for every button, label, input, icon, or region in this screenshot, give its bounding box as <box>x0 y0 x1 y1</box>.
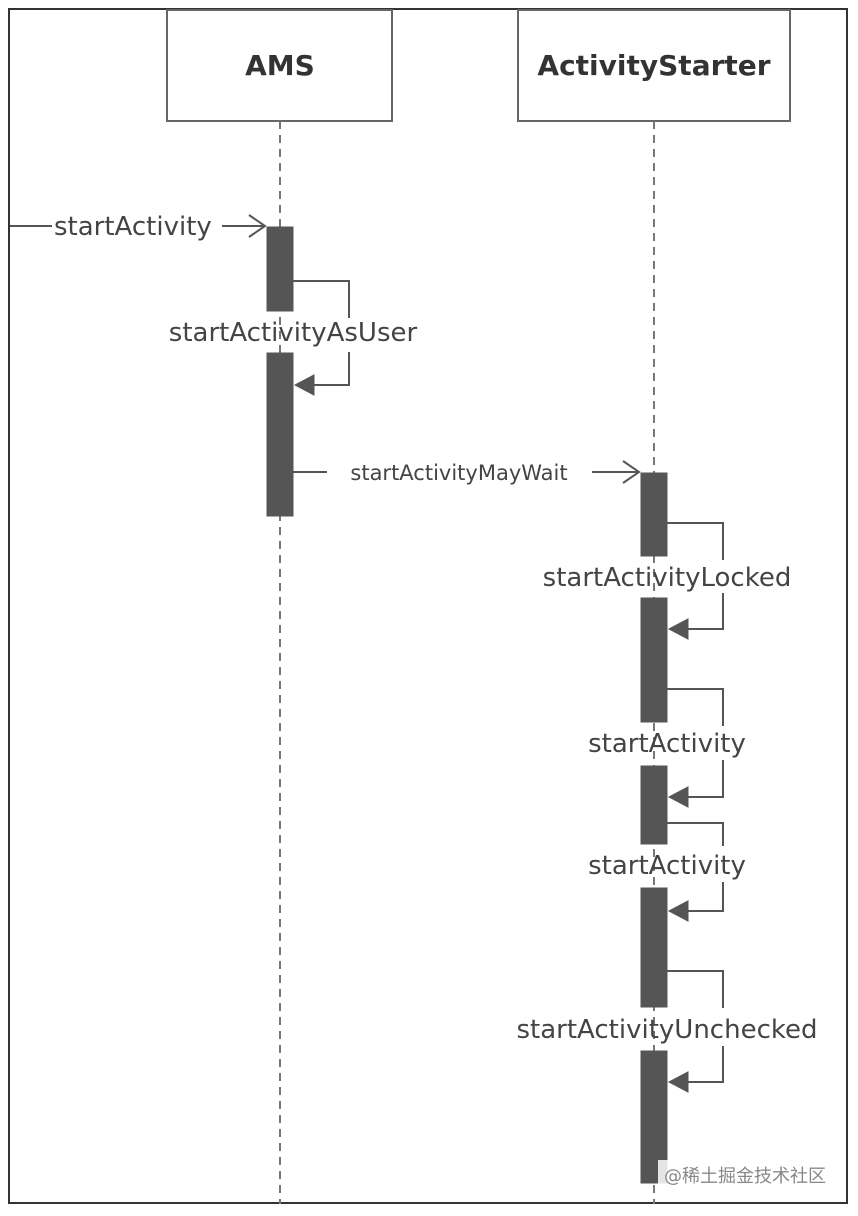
participant-ams-label: AMS <box>245 49 315 82</box>
self-call-1-line-top <box>293 280 350 318</box>
self-call-5-line-top <box>667 970 724 1008</box>
self-call-5-label: startActivityUnchecked <box>517 1015 818 1045</box>
self-call-3-arrow <box>667 786 689 808</box>
incoming-message-label: startActivity <box>54 212 212 242</box>
activation-as-1 <box>640 472 668 557</box>
participant-activitystarter-box <box>517 9 791 122</box>
self-call-3-line-top <box>667 688 724 726</box>
self-call-2-line-top <box>667 522 724 560</box>
activation-ams-1 <box>266 226 294 312</box>
self-call-3-line-bottom <box>686 760 724 798</box>
self-call-2-label: startActivityLocked <box>543 563 792 593</box>
self-call-4-line-top <box>667 822 724 846</box>
self-call-5-arrow <box>667 1071 689 1093</box>
activation-as-2 <box>640 597 668 723</box>
self-call-4-arrow <box>667 900 689 922</box>
self-call-1-label: startActivityAsUser <box>169 318 418 348</box>
self-call-3-label: startActivity <box>588 729 746 759</box>
watermark: @稀土掘金技术社区 <box>658 1160 832 1190</box>
participant-activitystarter-label: ActivityStarter <box>537 49 770 82</box>
self-call-4-label: startActivity <box>588 851 746 881</box>
self-call-5-line-bottom <box>686 1046 724 1083</box>
self-call-1-line-bottom <box>312 352 350 386</box>
call-message-label: startActivityMayWait <box>350 461 567 485</box>
self-call-2-line-bottom <box>686 593 724 630</box>
call-message-arrow <box>622 460 641 484</box>
participant-ams-box <box>166 9 393 122</box>
self-call-2-arrow <box>667 618 689 640</box>
activation-ams-2 <box>266 352 294 517</box>
self-call-4-line-bottom <box>686 882 724 912</box>
activation-as-3 <box>640 765 668 845</box>
activation-as-4 <box>640 887 668 1008</box>
incoming-message-arrow <box>248 214 267 238</box>
diagram-frame <box>8 8 848 1204</box>
self-call-1-arrow <box>293 374 315 396</box>
